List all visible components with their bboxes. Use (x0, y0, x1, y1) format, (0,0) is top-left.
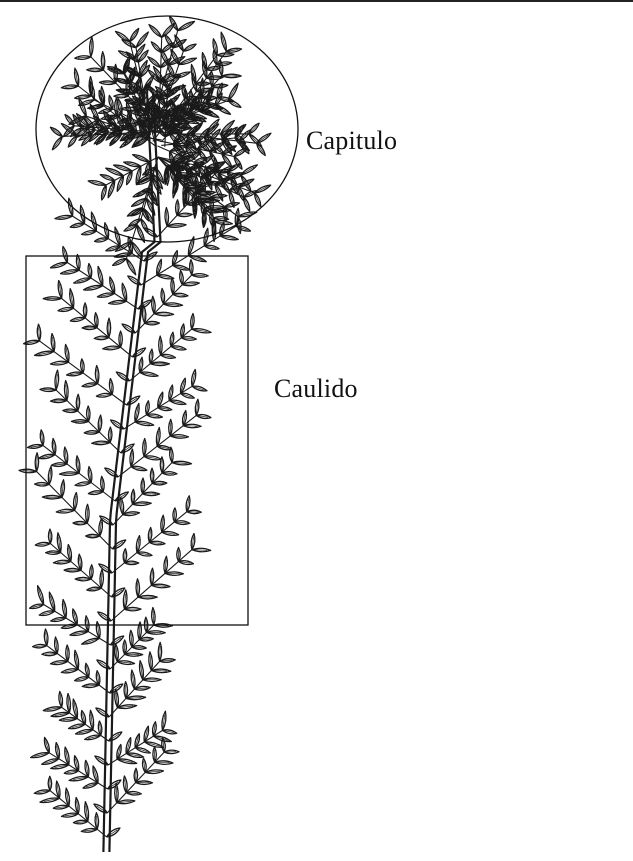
plant-drawing (19, 16, 271, 852)
caulido-label: Caulido (274, 374, 358, 404)
capitulo-label: Capitulo (306, 126, 397, 156)
